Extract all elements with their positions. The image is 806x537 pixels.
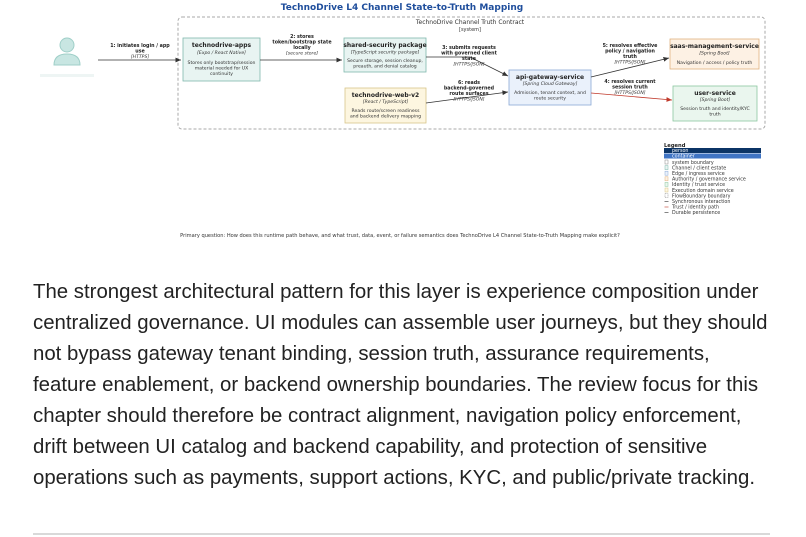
svg-text:truth: truth <box>623 54 637 60</box>
node-desc: route security <box>534 96 566 102</box>
legend-swatch-person <box>664 148 761 153</box>
section-divider <box>33 533 770 535</box>
boundary-title: TechnoDrive Channel Truth Contract <box>415 19 525 26</box>
legend-item: Edge / ingress service <box>672 171 725 177</box>
legend-swatch-channel <box>664 165 669 170</box>
legend-item: Identity / trust service <box>672 182 725 188</box>
node-name: api-gateway-service <box>516 74 584 81</box>
diagram-title: TechnoDrive L4 Channel State-to-Truth Ma… <box>281 3 523 13</box>
legend-title: Legend <box>664 143 686 149</box>
legend: Legend person container system boundary … <box>664 143 761 216</box>
legend-swatch-authority <box>664 176 669 182</box>
legend-swatch-identity <box>664 182 669 187</box>
svg-text:2: stores: 2: stores <box>290 34 314 40</box>
node-desc: truth <box>709 112 720 118</box>
node-desc: Admission, tenant context, and <box>514 90 586 96</box>
node-desc: preauth, and denial catalog <box>353 64 417 70</box>
legend-swatch-execution <box>664 187 669 193</box>
node-desc: continuity <box>210 71 233 77</box>
node-desc: Secure storage, session cleanup, <box>347 58 423 64</box>
node-tech: [Spring Boot] <box>700 97 731 103</box>
legend-item: Channel / client estate <box>672 165 726 171</box>
edge-6: 6: reads backend-governed route surfaces… <box>425 80 509 104</box>
legend-item: system boundary <box>672 160 714 166</box>
edge-3: 3: submits requests with governed client… <box>426 45 509 77</box>
svg-text:[HTTPS/JSON]: [HTTPS/JSON] <box>614 60 645 66</box>
svg-text:[HTTPS/JSON]: [HTTPS/JSON] <box>453 97 484 103</box>
node-technodrive-apps[interactable]: technodrive-apps [Expo / React Native] S… <box>182 37 261 82</box>
legend-item: Synchronous interaction <box>672 199 730 205</box>
svg-text:6: reads: 6: reads <box>458 80 480 86</box>
person-icon <box>40 37 94 77</box>
legend-item: Authority / governance service <box>672 177 746 183</box>
node-desc: Session truth and identity/KYC <box>680 106 750 112</box>
node-shared-security[interactable]: shared-security package [TypeScript secu… <box>343 37 427 73</box>
edge-2: 2: stores token/bootstrap state locally … <box>260 34 342 63</box>
node-tech: [Spring Cloud Gateway] <box>523 81 578 87</box>
svg-text:policy / navigation: policy / navigation <box>605 49 655 55</box>
node-desc: Reads route/screen readiness <box>352 108 421 114</box>
architecture-diagram: TechnoDrive L4 Channel State-to-Truth Ma… <box>40 3 766 239</box>
legend-item: Execution domain service <box>672 188 734 194</box>
svg-text:[secure store]: [secure store] <box>286 51 318 57</box>
legend-item: Durable persistence <box>672 210 720 216</box>
legend-item: Trust / identity path <box>671 205 719 211</box>
svg-text:3: submits requests: 3: submits requests <box>442 45 496 51</box>
node-tech: [TypeScript security package] <box>351 50 420 56</box>
svg-text:locally: locally <box>293 45 311 51</box>
node-desc: material needed for UX <box>195 66 249 72</box>
node-desc: Navigation / access / policy truth <box>677 60 753 66</box>
system-boundary <box>177 16 766 130</box>
legend-swatch-boundary <box>664 159 669 165</box>
legend-item: person <box>672 148 688 154</box>
svg-text:[HTTPS/JSON]: [HTTPS/JSON] <box>453 62 484 68</box>
node-name: technodrive-web-v2 <box>352 92 419 99</box>
node-user-service[interactable]: user-service [Spring Boot] Session truth… <box>672 85 758 122</box>
legend-swatch-container <box>664 153 761 159</box>
node-name: technodrive-apps <box>192 42 252 49</box>
node-desc: and backend delivery mapping <box>350 114 421 120</box>
boundary-type: [system] <box>459 27 481 33</box>
legend-item: container <box>672 154 695 160</box>
node-tech: [Expo / React Native] <box>197 50 246 56</box>
node-technodrive-web[interactable]: technodrive-web-v2 [React / TypeScript] … <box>344 87 427 124</box>
svg-text:backend-governed: backend-governed <box>444 86 495 92</box>
svg-text:use: use <box>135 50 145 55</box>
node-name: user-service <box>694 90 736 97</box>
edge-4-trust-path: 4: resolves current session truth [HTTPS… <box>590 79 673 102</box>
legend-item: FlowBoundary boundary <box>672 193 731 199</box>
svg-text:route surfaces: route surfaces <box>449 91 488 97</box>
edge-5: 5: resolves effective policy / navigatio… <box>590 43 670 78</box>
node-desc: Stores only bootstrap/session <box>188 60 256 66</box>
svg-text:1: initiates login / app: 1: initiates login / app <box>110 43 170 49</box>
legend-swatch-flowboundary <box>664 193 669 198</box>
svg-text:[HTTPS]: [HTTPS] <box>131 54 150 60</box>
svg-text:token/bootstrap state: token/bootstrap state <box>272 40 332 46</box>
node-saas-management[interactable]: saas-management-service [Spring Boot] Na… <box>669 38 760 70</box>
article-paragraph: The strongest architectural pattern for … <box>33 281 768 489</box>
node-api-gateway[interactable]: api-gateway-service [Spring Cloud Gatewa… <box>508 69 592 106</box>
node-name: saas-management-service <box>670 43 759 50</box>
svg-text:5: resolves effective: 5: resolves effective <box>603 43 659 49</box>
node-tech: [Spring Boot] <box>699 51 730 57</box>
node-name: shared-security package <box>343 42 426 49</box>
node-tech: [React / TypeScript] <box>363 99 409 105</box>
svg-text:state: state <box>462 56 477 62</box>
legend-swatch-edge <box>664 170 669 176</box>
edge-1: 1: initiates login / app use [HTTPS] <box>98 43 181 63</box>
svg-text:4: resolves current: 4: resolves current <box>604 79 656 85</box>
svg-text:with governed client: with governed client <box>441 51 498 57</box>
diagram-caption: Primary question: How does this runtime … <box>180 233 620 239</box>
svg-text:[HTTPS/JSON]: [HTTPS/JSON] <box>614 90 645 96</box>
svg-text:session truth: session truth <box>612 85 648 91</box>
